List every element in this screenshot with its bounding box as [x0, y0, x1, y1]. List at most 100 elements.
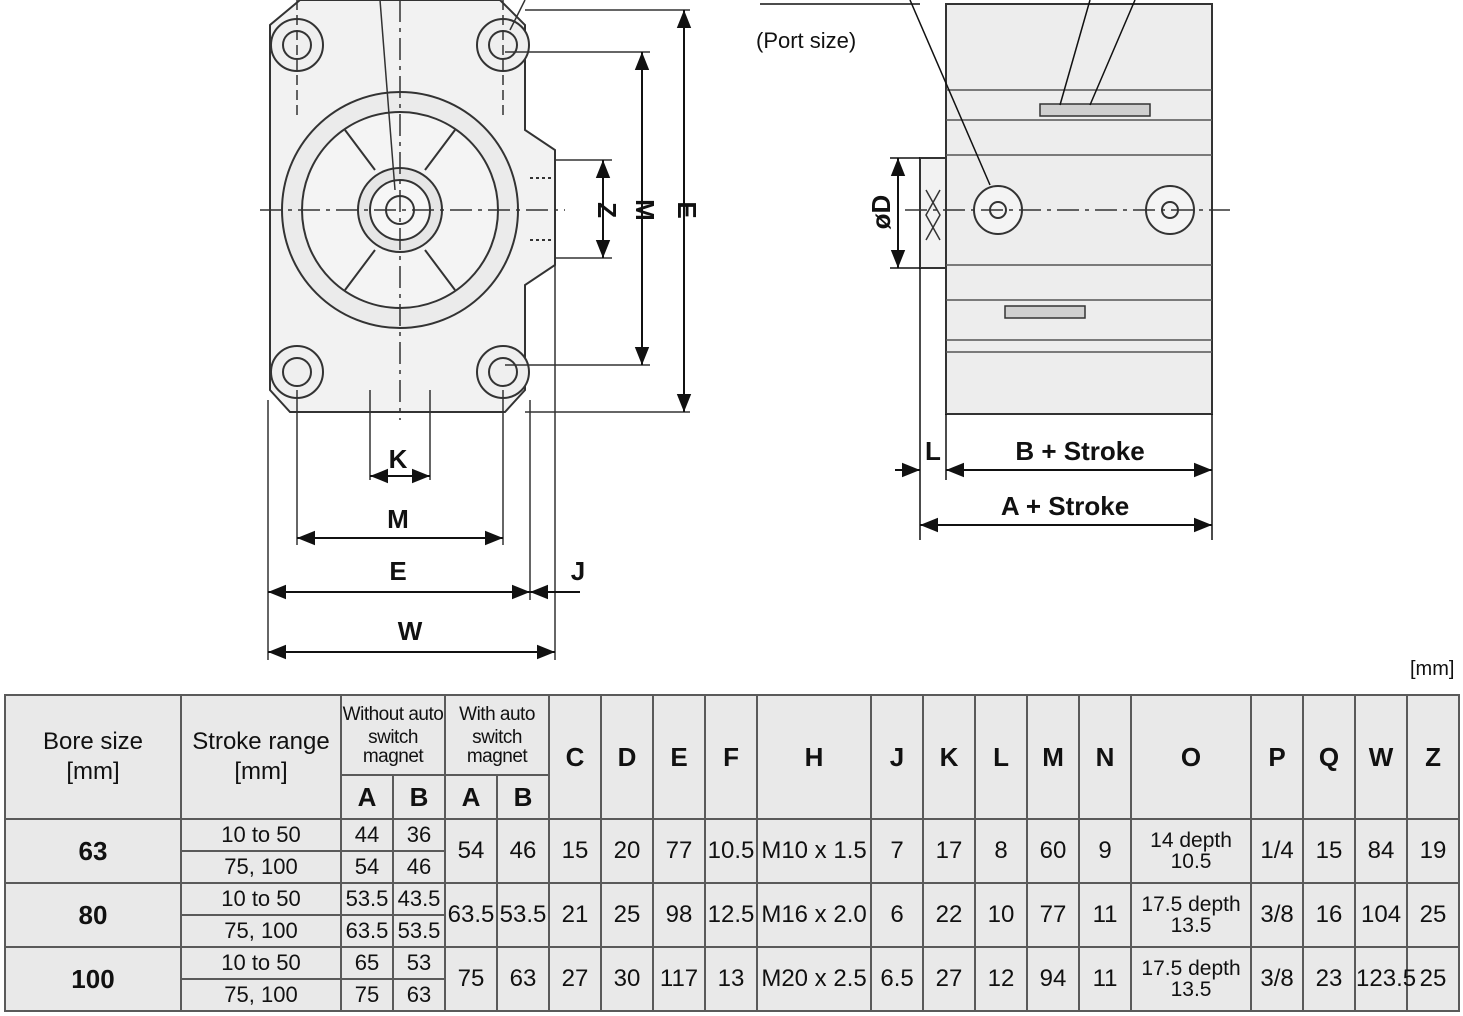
dimensions-table: Bore size[mm] Stroke range[mm] Without a…	[4, 694, 1461, 1012]
value-cell-k: 17	[922, 818, 977, 884]
label-w: W	[398, 616, 423, 646]
label-m-vertical: M	[630, 199, 660, 221]
value-cell-e: 117	[652, 946, 707, 1012]
value-cell-m: 60	[1026, 818, 1081, 884]
stroke-range-cell: 75, 100	[180, 850, 342, 884]
unit-label: [mm]	[1410, 658, 1455, 680]
value-cell-p: 1/4	[1250, 818, 1305, 884]
header-with-a: A	[444, 774, 499, 820]
rod-end	[919, 157, 947, 269]
without-b-cell: 53.5	[391, 914, 447, 948]
label-m-horizontal: M	[387, 504, 409, 534]
stroke-range-cell: 10 to 50	[180, 818, 342, 852]
value-cell-h: M10 x 1.5	[756, 818, 873, 884]
header-col-p: P	[1250, 694, 1305, 820]
with-b-cell: 63	[496, 946, 551, 1012]
value-cell-q: 23	[1302, 946, 1357, 1012]
front-view	[269, 0, 556, 413]
header-col-d: D	[600, 694, 655, 820]
without-b-cell: 63	[391, 978, 447, 1012]
side-view	[919, 3, 1213, 415]
value-cell-j: 6	[870, 882, 925, 948]
header-col-l: L	[974, 694, 1029, 820]
value-cell-m: 77	[1026, 882, 1081, 948]
with-b-cell: 53.5	[496, 882, 551, 948]
label-k: K	[389, 444, 408, 474]
header-col-e: E	[652, 694, 707, 820]
without-a-cell: 53.5	[340, 882, 394, 916]
label-d: øD	[866, 195, 896, 230]
value-cell-q: 16	[1302, 882, 1357, 948]
header-col-o: O	[1130, 694, 1253, 820]
label-z: Z	[592, 202, 622, 218]
header-col-w: W	[1354, 694, 1409, 820]
label-l: L	[925, 436, 941, 466]
header-without-a: A	[340, 774, 394, 820]
value-cell-z: 25	[1406, 882, 1461, 948]
value-cell-j: 7	[870, 818, 925, 884]
stroke-range-cell: 10 to 50	[180, 882, 342, 916]
without-a-cell: 65	[340, 946, 394, 980]
value-cell-w: 123.5	[1354, 946, 1416, 1012]
header-col-m: M	[1026, 694, 1081, 820]
value-cell-w: 104	[1354, 882, 1409, 948]
bore-size-cell: 63	[4, 818, 182, 884]
with-a-cell: 63.5	[444, 882, 499, 948]
stroke-range-cell: 75, 100	[180, 978, 342, 1012]
header-stroke-range: Stroke range[mm]	[180, 694, 342, 820]
without-a-cell: 75	[340, 978, 394, 1012]
header-bore-size: Bore size[mm]	[4, 694, 182, 820]
value-cell-o: 17.5 depth 13.5	[1130, 882, 1253, 948]
header-col-f: F	[704, 694, 759, 820]
value-cell-j: 6.5	[870, 946, 925, 1012]
header-without-b: B	[391, 774, 447, 820]
with-a-cell: 75	[444, 946, 499, 1012]
value-cell-p: 3/8	[1250, 946, 1305, 1012]
value-cell-e: 98	[652, 882, 707, 948]
value-cell-h: M20 x 2.5	[756, 946, 873, 1012]
value-cell-o: 14 depth 10.5	[1130, 818, 1253, 884]
header-col-j: J	[870, 694, 925, 820]
label-a-stroke: A + Stroke	[1001, 491, 1129, 521]
value-cell-k: 27	[922, 946, 977, 1012]
label-b-stroke: B + Stroke	[1015, 436, 1144, 466]
value-cell-z: 19	[1406, 818, 1461, 884]
header-with-b: B	[496, 774, 551, 820]
value-cell-f: 13	[704, 946, 759, 1012]
value-cell-n: 9	[1078, 818, 1133, 884]
value-cell-l: 8	[974, 818, 1029, 884]
without-a-cell: 54	[340, 850, 394, 884]
header-col-n: N	[1078, 694, 1133, 820]
header-col-k: K	[922, 694, 977, 820]
value-cell-c: 27	[548, 946, 603, 1012]
value-cell-n: 11	[1078, 946, 1133, 1012]
without-b-cell: 46	[391, 850, 447, 884]
value-cell-f: 10.5	[704, 818, 759, 884]
stroke-range-cell: 10 to 50	[180, 946, 342, 980]
cylinder-drawing: Z M E K M E J W	[260, 0, 1230, 660]
bore-size-cell: 100	[4, 946, 182, 1012]
without-a-cell: 63.5	[340, 914, 394, 948]
label-port-size: (Port size)	[756, 28, 856, 53]
value-cell-l: 10	[974, 882, 1029, 948]
label-e-vertical: E	[672, 201, 702, 218]
value-cell-z: 25	[1406, 946, 1461, 1012]
without-b-cell: 36	[391, 818, 447, 852]
without-a-cell: 44	[340, 818, 394, 852]
label-j: J	[571, 556, 585, 586]
value-cell-k: 22	[922, 882, 977, 948]
value-cell-d: 20	[600, 818, 655, 884]
value-cell-m: 94	[1026, 946, 1081, 1012]
value-cell-f: 12.5	[704, 882, 759, 948]
value-cell-h: M16 x 2.0	[756, 882, 873, 948]
header-col-h: H	[756, 694, 873, 820]
